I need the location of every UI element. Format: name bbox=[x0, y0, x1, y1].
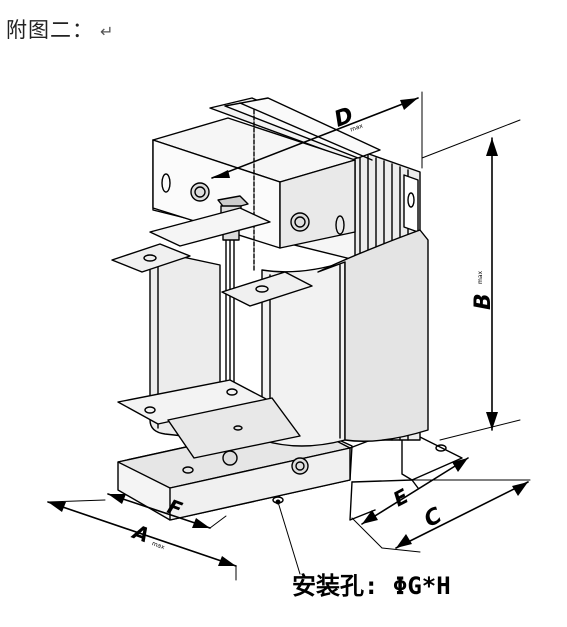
slot-left bbox=[161, 173, 171, 193]
label-E: E bbox=[389, 484, 413, 512]
label-C: C bbox=[420, 503, 446, 533]
paragraph-return-icon: ↵ bbox=[100, 22, 115, 41]
base-hole-right bbox=[435, 444, 447, 452]
caption-text: 附图二： bbox=[6, 18, 94, 42]
label-B-sub: max bbox=[477, 270, 484, 284]
slot-right bbox=[335, 215, 345, 235]
figure-caption: 附图二： ↵ bbox=[6, 14, 114, 44]
label-D-sub: max bbox=[349, 122, 364, 133]
base-hole-left bbox=[182, 466, 194, 474]
mounting-hole-label: 安装孔: ΦG*H bbox=[292, 572, 451, 600]
dimension-lines bbox=[47, 91, 531, 581]
label-A-sub: max bbox=[151, 540, 166, 551]
terminal-lugs bbox=[111, 207, 313, 475]
label-A: A bbox=[128, 519, 153, 548]
label-B: B bbox=[471, 293, 496, 310]
